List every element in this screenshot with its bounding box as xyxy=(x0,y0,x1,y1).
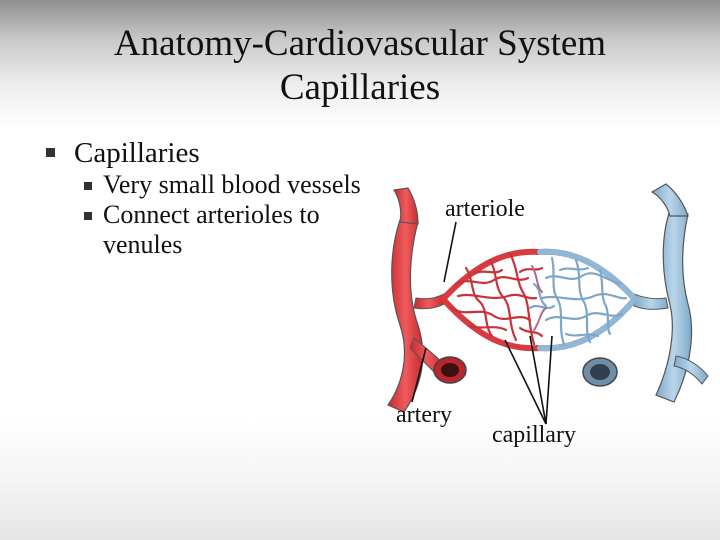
bullet-square-icon xyxy=(84,212,92,220)
bullet-square-icon xyxy=(46,148,55,157)
label-artery: artery xyxy=(396,402,452,428)
sub-bullet-text: Connect arterioles to venules xyxy=(103,200,320,259)
label-capillary: capillary xyxy=(492,422,576,448)
label-arteriole: arteriole xyxy=(445,196,525,222)
sub-bullet-text: Very small blood vessels xyxy=(103,170,361,199)
bullet-square-icon xyxy=(84,182,92,190)
capillary-network xyxy=(441,248,637,352)
title-line-1: Anatomy-Cardiovascular System xyxy=(113,23,607,64)
capillary-bed-illustration xyxy=(387,183,709,413)
sub-bullet-item: Very small blood vessels xyxy=(74,170,364,200)
vein-vessel xyxy=(582,183,709,403)
bullet-item: Capillaries xyxy=(44,136,364,170)
slide-title: Anatomy-Cardiovascular System Capillarie… xyxy=(0,22,720,110)
bullet-text: Capillaries xyxy=(74,137,200,169)
sub-bullet-item: Connect arterioles to venules xyxy=(74,200,364,260)
bullet-list: Capillaries Very small blood vessels Con… xyxy=(44,136,364,260)
title-line-2: Capillaries xyxy=(279,67,441,108)
